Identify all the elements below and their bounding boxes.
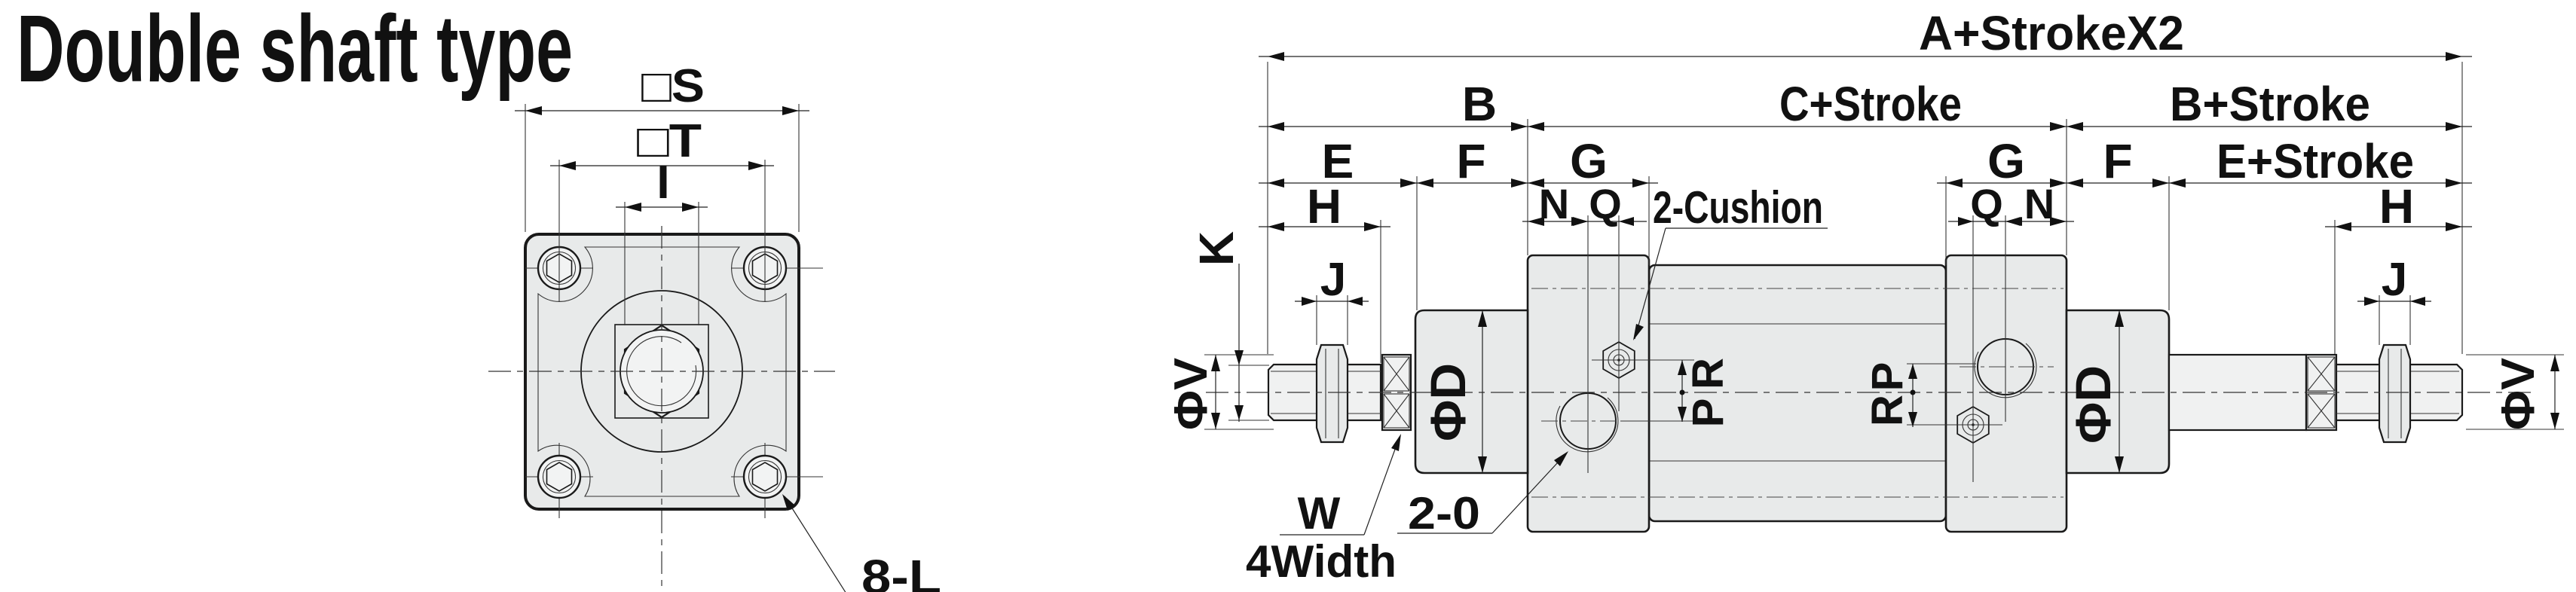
dim-label-p-right: P bbox=[1863, 362, 1912, 392]
dim-label-c-stroke: C+Stroke bbox=[1779, 77, 1962, 131]
dim-label-n-left: N bbox=[1539, 180, 1569, 227]
dim-label-rod-dia-right: ΦV bbox=[2492, 358, 2544, 430]
dim-label-rod-dia-left: ΦV bbox=[1165, 358, 1217, 430]
dim-label-f-left: F bbox=[1456, 134, 1485, 188]
rod-nut-left bbox=[1315, 343, 1349, 444]
end-cap-right bbox=[1944, 254, 2068, 533]
dim-label-n-right: N bbox=[2024, 180, 2054, 227]
dim-label-j-right: J bbox=[2382, 254, 2407, 306]
wrench-flat-sub-label: 4Width bbox=[1246, 536, 1397, 587]
cylinder-tube bbox=[1647, 264, 1947, 523]
dim-label-e-stroke: E+Stroke bbox=[2217, 134, 2414, 188]
side-view: A+StrokeX2 B C+Stroke B+Stroke E F G G F… bbox=[1165, 6, 2564, 587]
dim-label-g-right: G bbox=[1987, 134, 2025, 188]
dim-label-f-right: F bbox=[2103, 134, 2132, 188]
dim-label-h-right: H bbox=[2379, 179, 2414, 233]
wrench-flat-callout bbox=[1280, 434, 1401, 536]
dim-label-q-left: Q bbox=[1589, 180, 1622, 227]
dim-label-r-left: R bbox=[1684, 358, 1733, 389]
dim-label-h-left: H bbox=[1307, 179, 1342, 233]
cushion-label: 2-Cushion bbox=[1653, 182, 1823, 233]
page-title: Double shaft type bbox=[17, 0, 573, 102]
dim-label-total: A+StrokeX2 bbox=[1919, 6, 2184, 60]
dim-label-gland-dia-right: ΦD bbox=[2065, 365, 2121, 444]
dim-label-q-right: Q bbox=[1970, 180, 2003, 227]
gland-boss-left bbox=[1414, 309, 1529, 475]
port-label: 2-0 bbox=[1408, 488, 1480, 539]
front-view: □S □T I 8-L bbox=[488, 60, 941, 592]
port-callout bbox=[1397, 451, 1568, 534]
wrench-flat-label: W bbox=[1298, 488, 1341, 539]
flange-inner-contour bbox=[537, 246, 787, 497]
dim-label-b-stroke: B+Stroke bbox=[2170, 77, 2370, 131]
dim-label-j-left: J bbox=[1320, 254, 1346, 306]
gland-boss-right bbox=[2065, 309, 2171, 475]
dim-label-s: □S bbox=[641, 60, 705, 112]
dim-label-i: I bbox=[656, 157, 669, 209]
dim-label-b: B bbox=[1462, 77, 1497, 131]
bolt-hole-bottom-left bbox=[525, 443, 593, 518]
dim-label-k: K bbox=[1189, 231, 1244, 266]
bolt-hole-bottom-right bbox=[731, 443, 823, 518]
dim-label-e: E bbox=[1322, 134, 1354, 188]
rod-nut-right bbox=[2378, 343, 2412, 444]
dim-label-p-left: P bbox=[1684, 398, 1733, 428]
dim-label-r-right: R bbox=[1863, 395, 1912, 426]
bolt-holes-label: 8-L bbox=[861, 550, 941, 592]
dim-label-gland-dia-left: ΦD bbox=[1420, 363, 1476, 441]
cushion-callout bbox=[1633, 227, 1828, 340]
dim-label-g-left: G bbox=[1570, 134, 1608, 188]
rod-thread-arc bbox=[626, 336, 697, 407]
dim-label-t: □T bbox=[637, 115, 702, 167]
